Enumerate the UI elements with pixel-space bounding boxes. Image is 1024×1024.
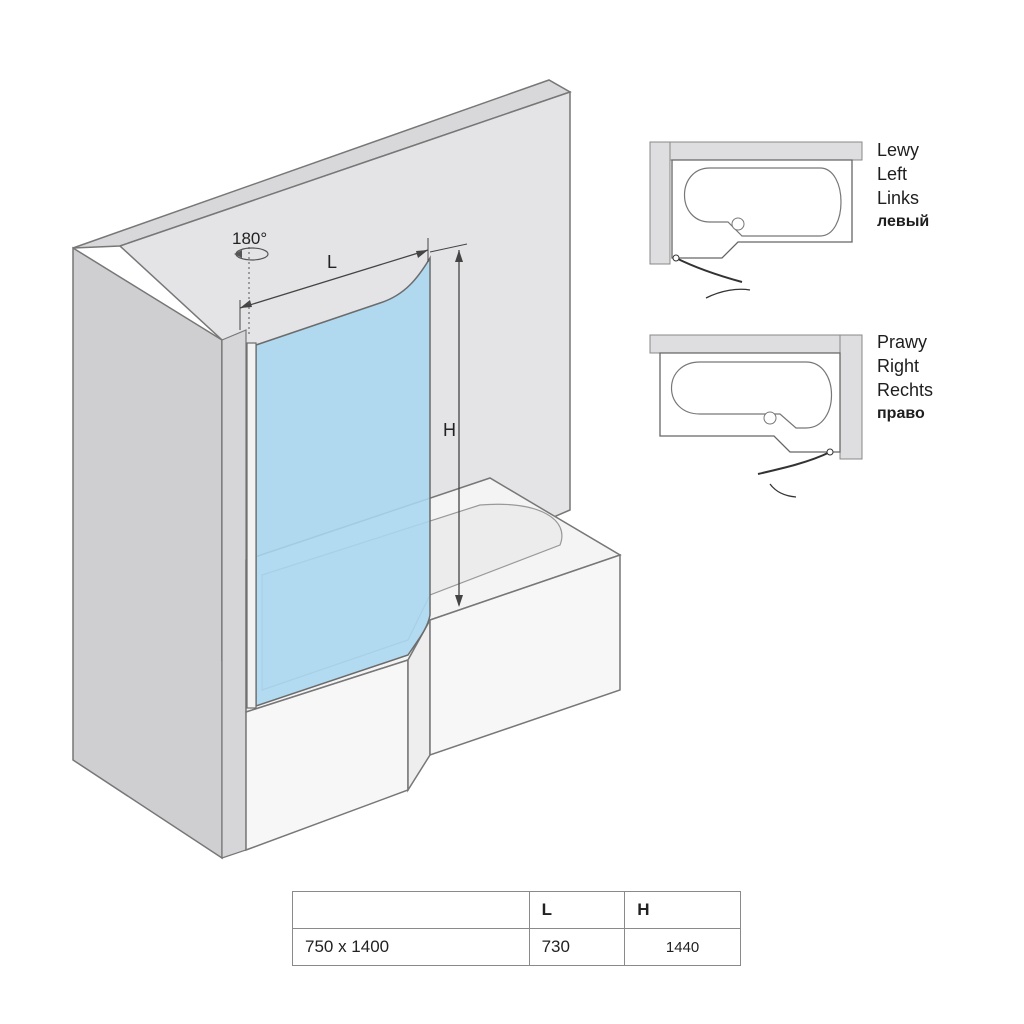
- arrowhead: [234, 250, 242, 258]
- table-header-cell: H: [624, 891, 741, 929]
- plan-left: [649, 141, 863, 299]
- plan-wall-side: [649, 141, 671, 265]
- plan-wall-top: [649, 334, 863, 354]
- label-ru: левый: [877, 213, 930, 230]
- table-cell-size: 750 x 1400: [292, 928, 530, 966]
- hinge-dot: [826, 448, 834, 456]
- table-cell-h: 1440: [624, 928, 741, 966]
- extension-line: [429, 243, 468, 253]
- wall-inner-face: [221, 329, 247, 859]
- swing-arc: [705, 288, 751, 299]
- glass-screen: [255, 255, 431, 708]
- label-pl: Lewy: [877, 140, 920, 160]
- plan-right: [649, 334, 863, 498]
- plan-wall-top: [649, 141, 863, 161]
- label-en: Right: [877, 356, 920, 376]
- drain-icon: [731, 217, 745, 231]
- variant-left-labels: Lewy Left Links левый: [877, 138, 929, 234]
- label-ru: право: [877, 405, 925, 422]
- rotation-label: 180°: [232, 229, 267, 248]
- table-header-cell: L: [528, 891, 626, 929]
- plan-screen: [757, 451, 831, 475]
- plan-basin: [670, 361, 833, 429]
- wall-side-face: [72, 246, 223, 860]
- swing-arc: [769, 483, 797, 498]
- label-de: Links: [877, 188, 920, 208]
- arrowhead: [416, 250, 428, 258]
- arrowhead: [455, 250, 463, 262]
- dimensions-table: L H 750 x 1400 730 1440: [292, 891, 741, 966]
- arrowhead: [455, 595, 463, 607]
- dimension-line-l: [239, 249, 429, 309]
- hinge-dot: [672, 254, 680, 262]
- table-row: 750 x 1400 730 1440: [292, 928, 741, 966]
- bathtub-front-right: [429, 553, 621, 757]
- hinge-profile: [246, 342, 257, 709]
- table-cell-l: 730: [528, 928, 626, 966]
- plan-basin: [683, 167, 842, 237]
- plan-wall-side: [839, 334, 863, 460]
- drain-icon: [763, 411, 777, 425]
- variant-right-labels: Prawy Right Rechts право: [877, 330, 933, 426]
- label-en: Left: [877, 164, 908, 184]
- label-de: Rechts: [877, 380, 934, 400]
- dimension-label-h: H: [443, 420, 456, 440]
- table-header-row: L H: [292, 891, 741, 929]
- dimension-label-l: L: [327, 252, 337, 272]
- label-pl: Prawy: [877, 332, 928, 352]
- table-header-cell: [292, 891, 530, 929]
- plan-screen: [675, 257, 743, 283]
